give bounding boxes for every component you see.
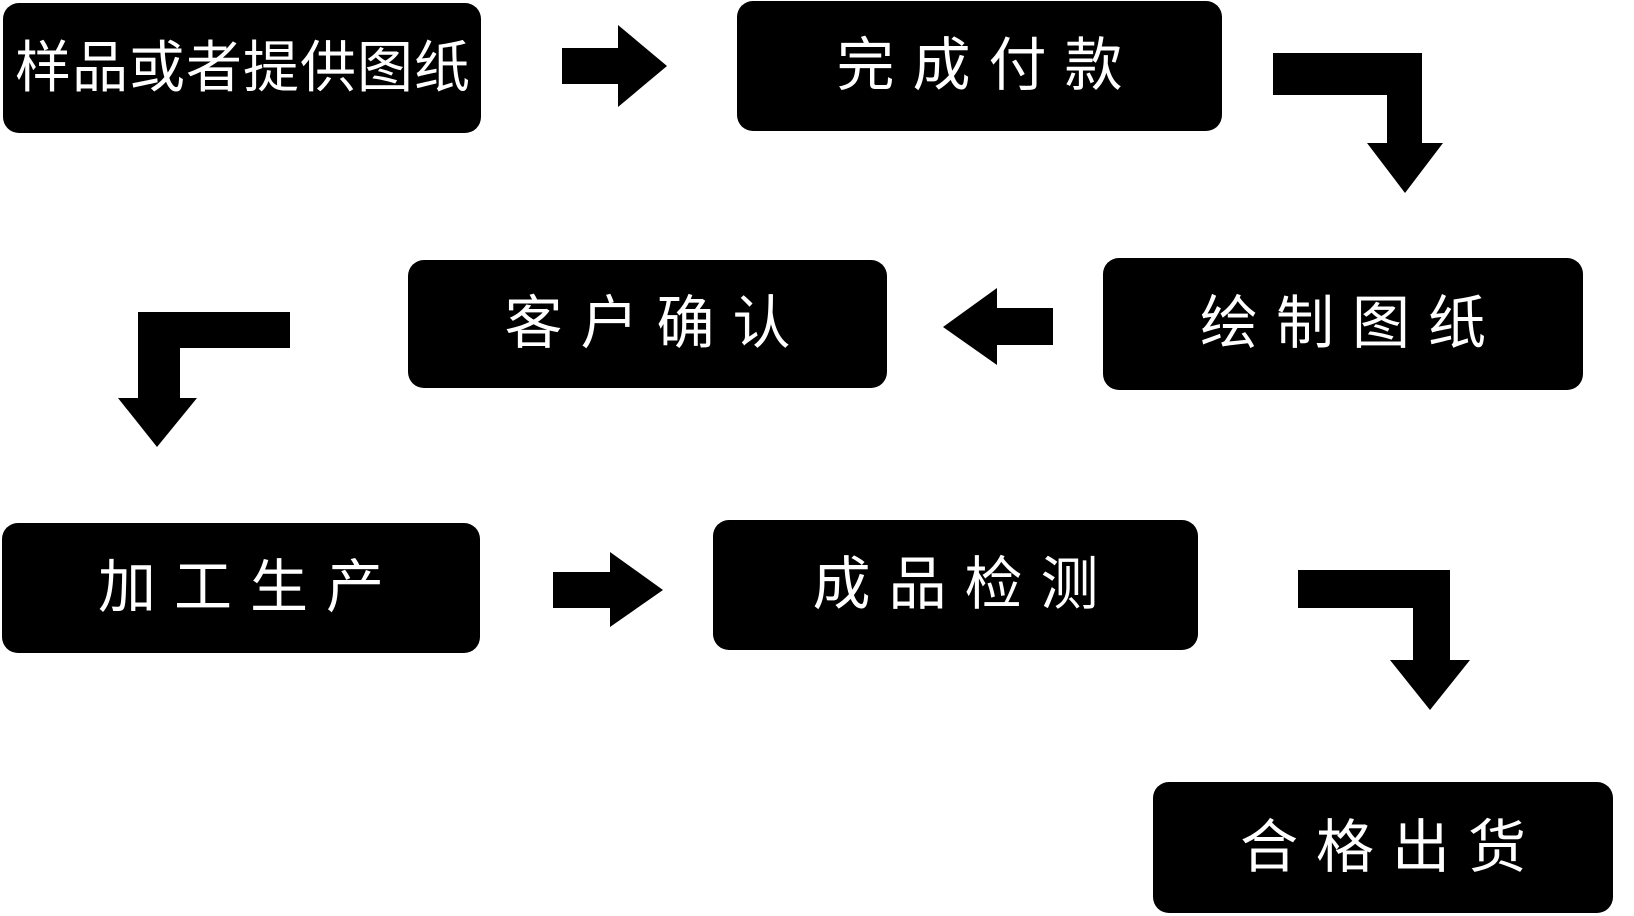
arrow-elbow-down-icon-step2-to-step3 <box>1273 53 1443 193</box>
node-label: 合格出货 <box>1239 814 1544 880</box>
node-label: 绘制图纸 <box>1199 291 1504 356</box>
node-label: 成品检测 <box>812 552 1117 617</box>
node-label: 客户确认 <box>504 291 809 356</box>
arrow-right-icon-step5-to-step6 <box>553 552 663 627</box>
node-qualified-shipment: 合格出货 <box>1153 782 1613 913</box>
node-draw-drawings: 绘制图纸 <box>1103 258 1583 390</box>
arrow-elbow-down-icon-step6-to-step7 <box>1298 570 1470 710</box>
node-processing-production: 加工生产 <box>2 523 480 653</box>
node-label: 完成付款 <box>836 33 1141 98</box>
node-customer-confirmation: 客户确认 <box>408 260 887 388</box>
node-sample-or-provide-drawings: 样品或者提供图纸 <box>3 3 481 133</box>
node-label: 加工生产 <box>97 555 402 620</box>
arrow-right-icon-step1-to-step2 <box>562 25 667 107</box>
node-finished-product-inspection: 成品检测 <box>713 520 1198 650</box>
node-complete-payment: 完成付款 <box>737 1 1222 131</box>
arrow-left-icon-step3-to-step4 <box>943 288 1053 365</box>
arrow-elbow-down-icon-step4-to-step5 <box>118 312 290 447</box>
node-label: 样品或者提供图纸 <box>15 36 471 99</box>
